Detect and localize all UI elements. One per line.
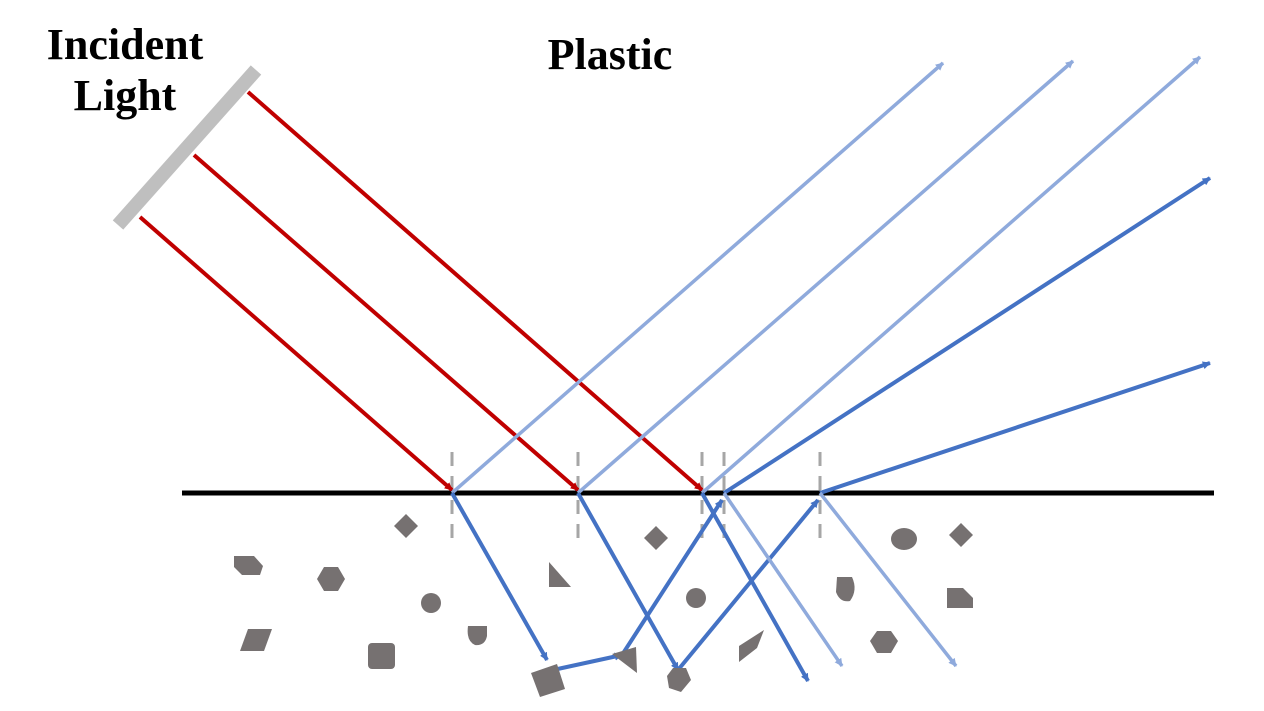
incident-label-line-1: Incident bbox=[46, 20, 204, 69]
scattering-particles bbox=[234, 514, 973, 697]
subsurface-paths bbox=[450, 492, 820, 682]
specular-ray-3 bbox=[700, 55, 1202, 495]
particle-square-2 bbox=[531, 664, 565, 697]
transmitted-rays bbox=[722, 491, 958, 668]
particle-circle-2 bbox=[686, 588, 706, 608]
diffuse-ray-1 bbox=[722, 176, 1212, 495]
refracted-ray-2 bbox=[576, 492, 680, 671]
incident-ray-1 bbox=[138, 215, 454, 492]
particle-polygon-1 bbox=[234, 556, 263, 575]
particle-hexagon-2 bbox=[870, 631, 898, 653]
particle-circle-1 bbox=[421, 593, 441, 613]
particle-parallelogram-1 bbox=[240, 629, 272, 651]
scattered-ray-1 bbox=[552, 652, 623, 672]
particle-diamond-3 bbox=[949, 523, 973, 547]
specular-ray-1 bbox=[450, 61, 945, 495]
particle-blob-2 bbox=[467, 626, 487, 646]
light-source-bar bbox=[112, 65, 262, 230]
transmitted-ray-1 bbox=[722, 492, 844, 667]
refracted-ray-1 bbox=[450, 492, 549, 661]
particle-polygon-2 bbox=[947, 588, 973, 608]
incident-label-line-2: Light bbox=[73, 70, 177, 120]
particle-diamond-1 bbox=[394, 514, 418, 538]
scattered-ray-3 bbox=[676, 498, 820, 672]
particle-ellipse-1 bbox=[891, 528, 917, 550]
incident-light-label: Incident Light bbox=[20, 20, 230, 121]
material-label: Plastic bbox=[547, 30, 673, 79]
diffuse-ray-2 bbox=[819, 361, 1211, 495]
incident-rays bbox=[138, 90, 704, 492]
diffuse-reflections bbox=[722, 176, 1212, 495]
specular-ray-2 bbox=[576, 59, 1075, 495]
particle-diamond-2 bbox=[644, 526, 668, 550]
incident-ray-3 bbox=[246, 90, 704, 492]
specular-reflections bbox=[450, 55, 1202, 495]
particle-square-1 bbox=[368, 643, 395, 669]
particle-hexagon-1 bbox=[317, 567, 345, 591]
refracted-ray-3 bbox=[700, 492, 810, 682]
particle-triangle-2 bbox=[612, 647, 637, 673]
particle-triangle-1 bbox=[549, 562, 571, 587]
incident-ray-2 bbox=[192, 153, 580, 492]
particle-pentagon-1 bbox=[667, 668, 691, 692]
particle-quad-1 bbox=[739, 630, 764, 662]
scattered-ray-2 bbox=[620, 498, 724, 657]
particle-blob-1 bbox=[836, 577, 855, 602]
transmitted-ray-2 bbox=[818, 491, 958, 668]
